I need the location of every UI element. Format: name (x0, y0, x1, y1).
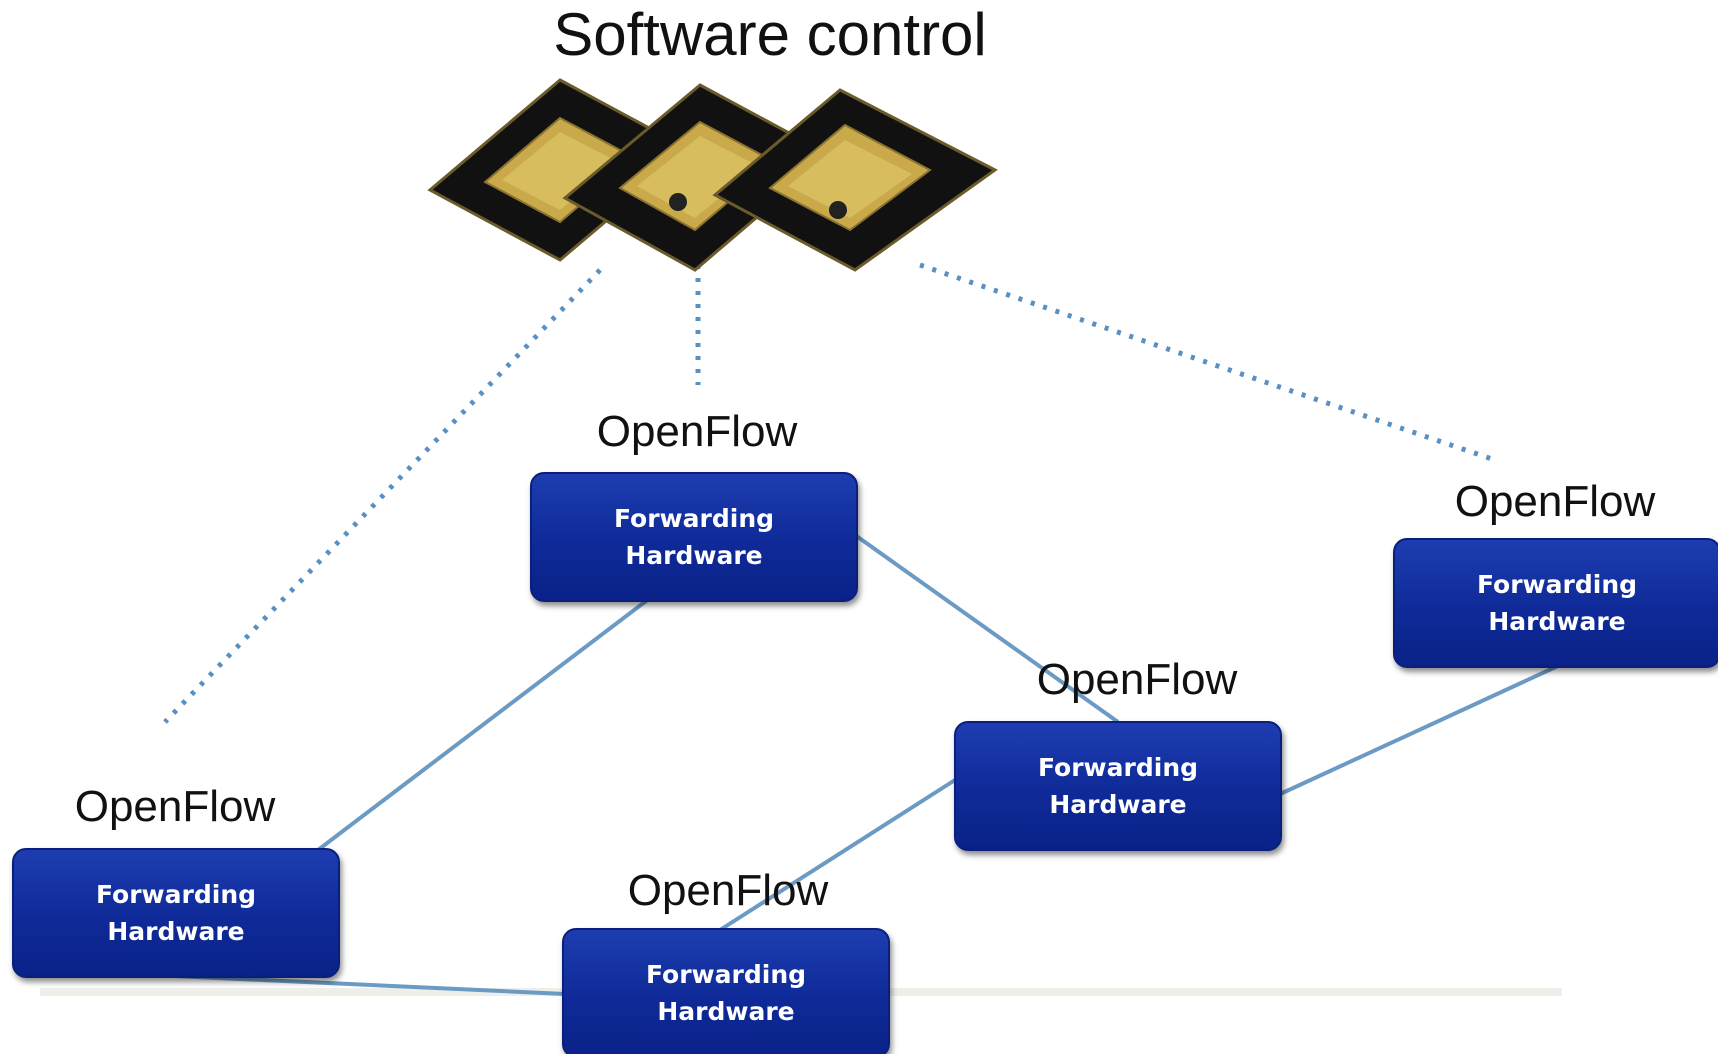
node-top-line2: Hardware (625, 541, 763, 570)
node-middle-forwarding-hardware[interactable]: Forwarding Hardware (954, 721, 1282, 851)
node-middle-line2: Hardware (1049, 790, 1187, 819)
node-right-line2: Hardware (1488, 607, 1626, 636)
node-top-line1: Forwarding (613, 504, 775, 533)
node-middle-line1: Forwarding (1037, 753, 1199, 782)
node-left-openflow-label: OpenFlow (74, 782, 276, 831)
node-top-forwarding-hardware[interactable]: Forwarding Hardware (530, 472, 858, 602)
processor-chip-icon (427, 78, 998, 272)
link-left-bottom (174, 974, 566, 996)
link-top-left (316, 596, 652, 852)
software-control-title: Software control (553, 1, 987, 68)
chip-2 (562, 83, 833, 272)
node-middle-openflow-label: OpenFlow (1036, 655, 1238, 704)
control-link-left (163, 268, 602, 724)
node-right-line1: Forwarding (1476, 570, 1638, 599)
link-top-middle (853, 533, 1120, 724)
node-bottom-openflow-label: OpenFlow (627, 866, 829, 915)
node-top-openflow-label: OpenFlow (596, 407, 798, 456)
link-middle-right (1277, 663, 1561, 797)
control-link-right (919, 262, 1496, 463)
node-left-line2: Hardware (107, 917, 245, 946)
node-right-openflow-label: OpenFlow (1454, 477, 1656, 526)
node-bottom-line1: Forwarding (645, 960, 807, 989)
chip-3 (712, 88, 998, 272)
node-left-forwarding-hardware[interactable]: Forwarding Hardware (12, 848, 340, 978)
node-left-line1: Forwarding (95, 880, 257, 909)
node-right-forwarding-hardware[interactable]: Forwarding Hardware (1393, 538, 1718, 668)
node-bottom-forwarding-hardware[interactable]: Forwarding Hardware (562, 928, 890, 1054)
link-middle-bottom (718, 778, 957, 932)
node-bottom-line2: Hardware (657, 997, 795, 1026)
chip-1 (427, 78, 693, 262)
